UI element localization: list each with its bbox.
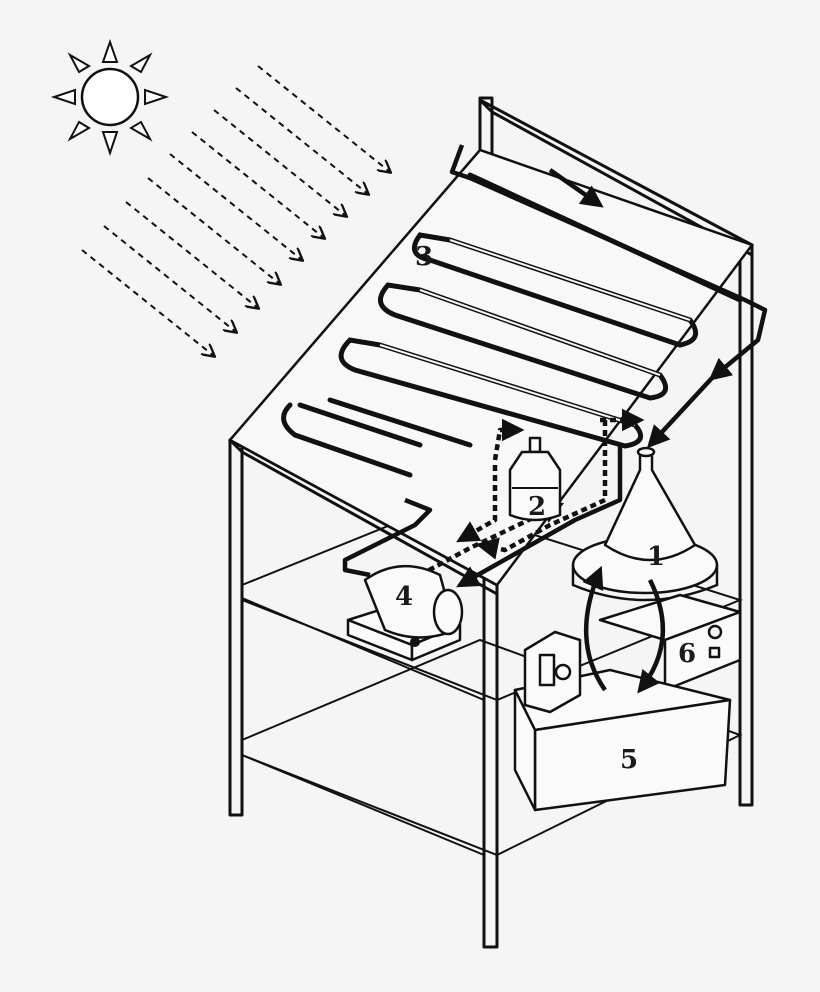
label-thermostat-bath: 5: [620, 745, 638, 775]
sun-icon: [50, 38, 170, 157]
label-reactor-flask: 1: [647, 542, 665, 572]
reservoir-bottle: [508, 436, 562, 522]
coolant-loop: [582, 565, 666, 694]
flow-loop-solid: [342, 144, 768, 588]
stirrer-plate: [598, 593, 742, 692]
label-solar-collector: 3: [415, 242, 433, 272]
pump: [346, 564, 464, 662]
label-stirrer-plate: 6: [678, 639, 696, 669]
thermostat-bath: [513, 630, 732, 812]
label-pump: 4: [395, 582, 413, 612]
solar-collector-panel: [228, 148, 755, 587]
reactor-flask: [571, 446, 719, 602]
label-reservoir-bottle: 2: [528, 492, 546, 522]
